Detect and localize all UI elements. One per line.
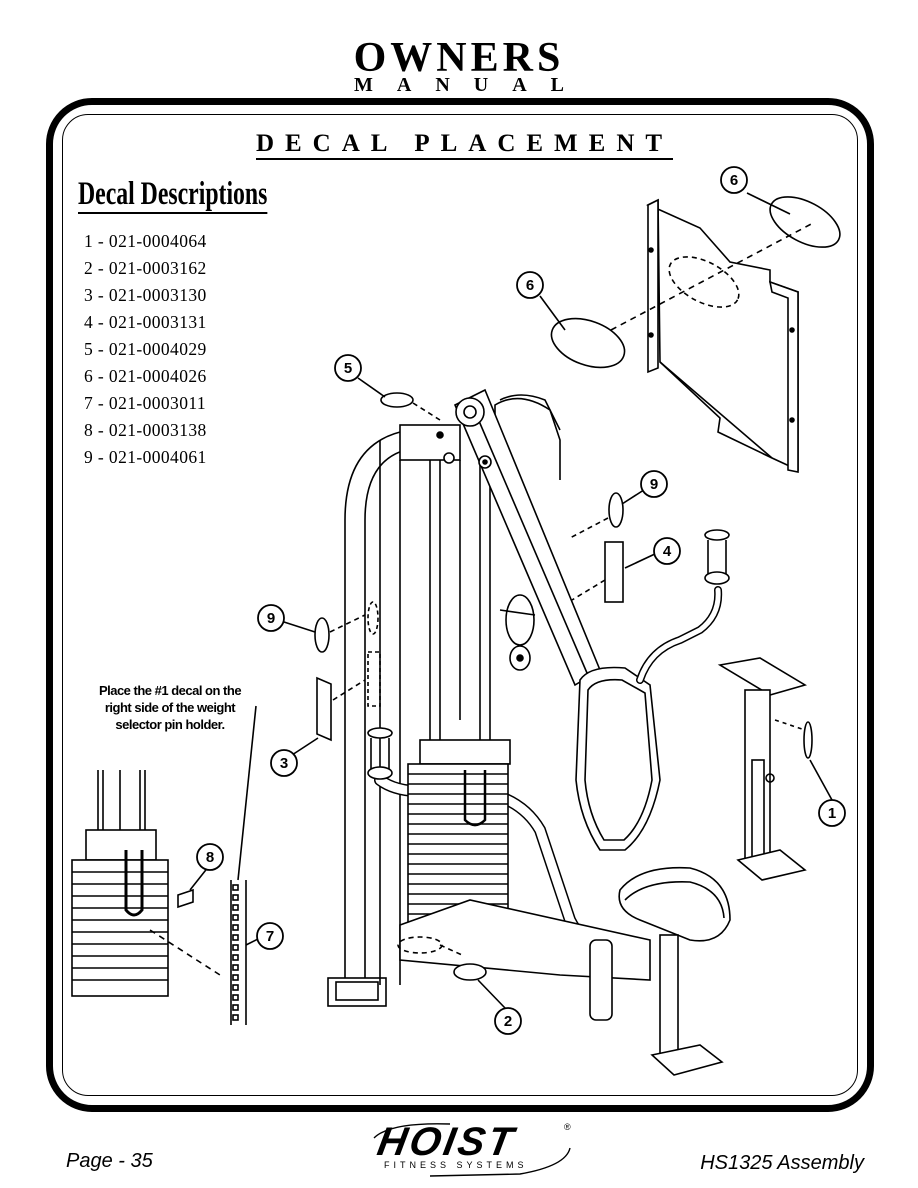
description-item: 9 - 021-0004061 [84, 447, 207, 467]
shroud-panel [646, 198, 799, 473]
back-pad [575, 666, 661, 851]
selector-pin-holder [717, 657, 813, 881]
description-item: 4 - 021-0003131 [84, 312, 207, 332]
header-subtitle: MANUAL [354, 74, 588, 96]
callout-3: 3 [280, 755, 288, 772]
decal-7-strip [230, 705, 257, 1025]
logo-swoosh-icon [373, 1123, 571, 1177]
callout-9b: 9 [267, 610, 275, 627]
callout-1: 1 [828, 805, 836, 822]
description-item: 7 - 021-0003011 [84, 393, 207, 413]
description-item: 5 - 021-0004029 [84, 339, 207, 359]
callout-2: 2 [504, 1013, 512, 1030]
weight-stack-main [407, 739, 511, 923]
descriptions-title: Decal Descriptions [78, 176, 268, 214]
callout-4: 4 [663, 543, 672, 560]
description-item: 6 - 021-0004026 [84, 366, 207, 386]
handle-arm-right [636, 529, 730, 684]
header-title: OWNERS [353, 35, 565, 81]
page-frame-outer [46, 98, 874, 1112]
note-line: Place the #1 decal on the [98, 683, 242, 698]
decal-outlines [177, 392, 624, 981]
logo-registered-mark: ® [564, 1122, 571, 1132]
hoist-logo: HOIST ® FITNESS SYSTEMS [370, 1118, 580, 1178]
descriptions-list: 1 - 021-0004064 2 - 021-0003162 3 - 021-… [84, 228, 207, 471]
placement-note: Place the #1 decal on the right side of … [70, 682, 270, 733]
callout-7: 7 [266, 928, 274, 945]
logo-wordmark: HOIST [374, 1120, 520, 1164]
callout-6a: 6 [730, 172, 738, 189]
page-frame-inner [62, 114, 858, 1096]
note-line: right side of the weight [104, 700, 236, 715]
machine-frame [327, 394, 561, 1007]
callout-circles [196, 166, 846, 1035]
section-title: DECAL PLACEMENT [0, 130, 918, 160]
description-item: 3 - 021-0003130 [84, 285, 207, 305]
callout-9a: 9 [650, 476, 658, 493]
base-and-seat [397, 866, 731, 1076]
footer-page-number: Page - 35 [66, 1150, 153, 1172]
weight-stack-inset [71, 770, 221, 997]
note-line: selector pin holder. [115, 717, 225, 732]
callout-6b: 6 [526, 277, 534, 294]
footer-document-title: HS1325 Assembly [700, 1152, 864, 1174]
description-item: 8 - 021-0003138 [84, 420, 207, 440]
description-item: 1 - 021-0004064 [84, 231, 207, 251]
decal-6-outlines [550, 196, 841, 369]
callout-numbers: 6 6 5 9 4 9 3 1 8 7 2 [206, 172, 836, 1030]
logo-subtitle: FITNESS SYSTEMS [384, 1160, 528, 1170]
callout-8: 8 [206, 849, 214, 866]
section-title-text: DECAL PLACEMENT [255, 130, 674, 160]
callout-5: 5 [344, 360, 352, 377]
pec-arm [453, 388, 602, 687]
description-item: 2 - 021-0003162 [84, 258, 207, 278]
